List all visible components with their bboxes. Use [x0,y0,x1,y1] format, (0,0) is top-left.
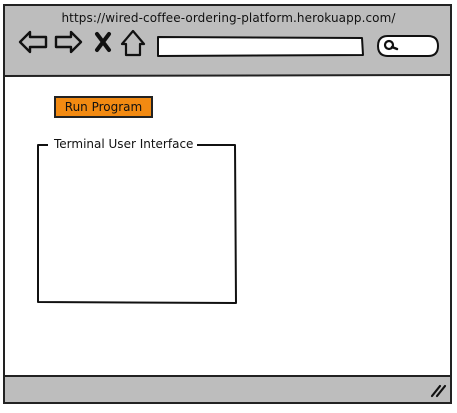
search-button[interactable] [378,35,438,57]
run-program-button[interactable]: Run Program [54,96,153,118]
x-icon [95,32,111,52]
toolbar-divider [3,74,452,77]
arrow-left-icon [18,30,48,54]
window-resize-handle[interactable] [428,380,448,400]
search-pill [376,35,440,57]
status-bar [5,376,450,402]
home-icon [120,29,146,57]
search-icon [383,39,399,51]
forward-button[interactable] [53,28,85,58]
home-button[interactable] [118,28,148,58]
terminal-frame [37,144,237,304]
arrow-right-icon [54,30,83,54]
resize-grip-icon [430,384,447,398]
terminal-title: Terminal User Interface [50,137,198,151]
address-input[interactable] [157,36,363,56]
stop-button[interactable] [92,28,114,58]
back-button[interactable] [16,28,50,58]
terminal-output-area[interactable] [40,150,234,302]
url-text: https://wired-coffee-ordering-platform.h… [61,11,396,25]
